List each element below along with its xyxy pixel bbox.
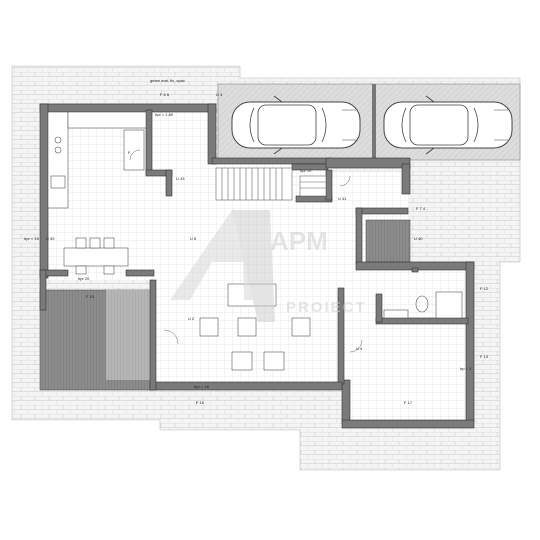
- watermark-letters: APM: [270, 226, 328, 256]
- garage-divider: [372, 84, 376, 160]
- door-swings: [129, 149, 363, 353]
- car-icon: [383, 95, 513, 155]
- label-u41: U 41: [338, 196, 347, 201]
- label-f74: F 7 4: [416, 206, 426, 211]
- label-f15: F 15: [86, 294, 95, 299]
- label-u39: U 39: [46, 236, 55, 241]
- label-hpr-stairs: hpr 10: [300, 168, 312, 173]
- label-f12: F 12: [480, 286, 489, 291]
- watermark-logo: APM PROIECT: [170, 210, 367, 322]
- stove-icon: [54, 136, 62, 154]
- label-f66: F 6 6: [160, 92, 170, 97]
- label-u3: U 3: [216, 92, 223, 97]
- label-u43: U 43: [176, 176, 185, 181]
- label-hpr20: hpr 20: [78, 276, 90, 281]
- bathroom-fixtures: [383, 291, 463, 319]
- label-u2: U 2: [188, 316, 195, 321]
- sink-icon: [50, 175, 66, 189]
- label-f13: F 13: [480, 354, 489, 359]
- label-p15: hpr = 15: [24, 236, 40, 241]
- watermark-word: PROIECT: [286, 299, 367, 316]
- dining-table: [63, 237, 129, 275]
- label-u40: U 40: [414, 236, 423, 241]
- staircase: [215, 167, 327, 201]
- car-icon: [231, 95, 361, 155]
- label-u8: U 8: [190, 236, 197, 241]
- label-kitchen-top: hpr = 1.80: [155, 112, 174, 117]
- label-u4: U 4: [356, 346, 363, 351]
- terrace-deck-light: [106, 290, 152, 380]
- rear-deck: [365, 219, 411, 263]
- walls: [39, 103, 475, 429]
- label-hpr16: hpr = 16: [194, 384, 210, 389]
- top-note: geam mat, fix, opac: [150, 78, 185, 83]
- label-f17: F 17: [404, 400, 413, 405]
- label-f16: F 16: [196, 400, 205, 405]
- label-fridge: F: [128, 150, 131, 155]
- label-hpr3: hp = 3: [460, 366, 472, 371]
